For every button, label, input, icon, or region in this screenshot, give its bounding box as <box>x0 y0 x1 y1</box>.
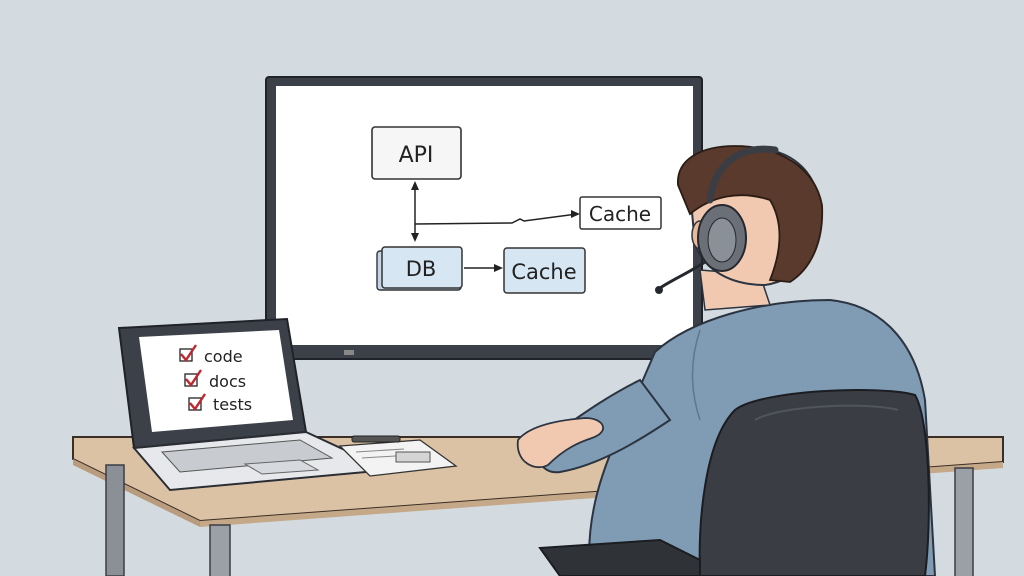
paper-line <box>355 448 405 453</box>
laptop-screen <box>139 330 293 432</box>
checklist-item-docs: docs <box>209 372 246 391</box>
headset-band <box>706 145 779 204</box>
architecture-diagram: API Cache DB Cache <box>371 126 662 294</box>
shirt-fold <box>691 329 701 421</box>
cache-top-arrow-head <box>571 210 580 218</box>
check-mark-icon <box>185 369 202 388</box>
pen-icon <box>351 435 401 443</box>
headset-mic-boom <box>659 260 706 290</box>
db-cache-arrow-head <box>494 264 503 272</box>
chair-back <box>698 389 930 576</box>
cache-top-box <box>579 196 662 230</box>
cache-top-connector <box>414 213 578 225</box>
checklist-item-tests: tests <box>213 395 252 414</box>
check-mark-icon <box>189 393 206 412</box>
laptop-trackpad <box>243 459 320 475</box>
arrow-down-head <box>411 233 419 242</box>
cache-bottom-label: Cache <box>511 260 576 284</box>
hand <box>516 417 604 469</box>
desk-leg-right <box>954 467 974 576</box>
api-label: API <box>399 143 434 168</box>
cache-bottom-box <box>503 247 586 294</box>
desk-papers <box>338 435 458 477</box>
laptop <box>117 317 392 492</box>
chair-armrest <box>538 538 701 576</box>
microphone-icon <box>655 286 663 294</box>
arrow-up-head <box>411 181 419 190</box>
db-label: DB <box>406 257 437 281</box>
chair-highlight <box>754 404 899 421</box>
db-box <box>381 246 463 289</box>
api-box <box>371 126 462 180</box>
desk-leg-back-left <box>105 464 125 576</box>
paper-card <box>395 451 431 463</box>
laptop-keyboard <box>160 439 334 473</box>
checklist-item-code: code <box>204 347 243 366</box>
cache-top-label: Cache <box>589 202 651 226</box>
check-mark-icon <box>180 344 197 363</box>
desk-leg-front-left <box>209 524 231 576</box>
monitor-power-led <box>344 350 354 355</box>
chair <box>538 389 930 576</box>
checklist: code docs tests <box>179 344 252 414</box>
desk-edge-left <box>73 459 200 527</box>
headset-cup-inner <box>707 217 737 263</box>
